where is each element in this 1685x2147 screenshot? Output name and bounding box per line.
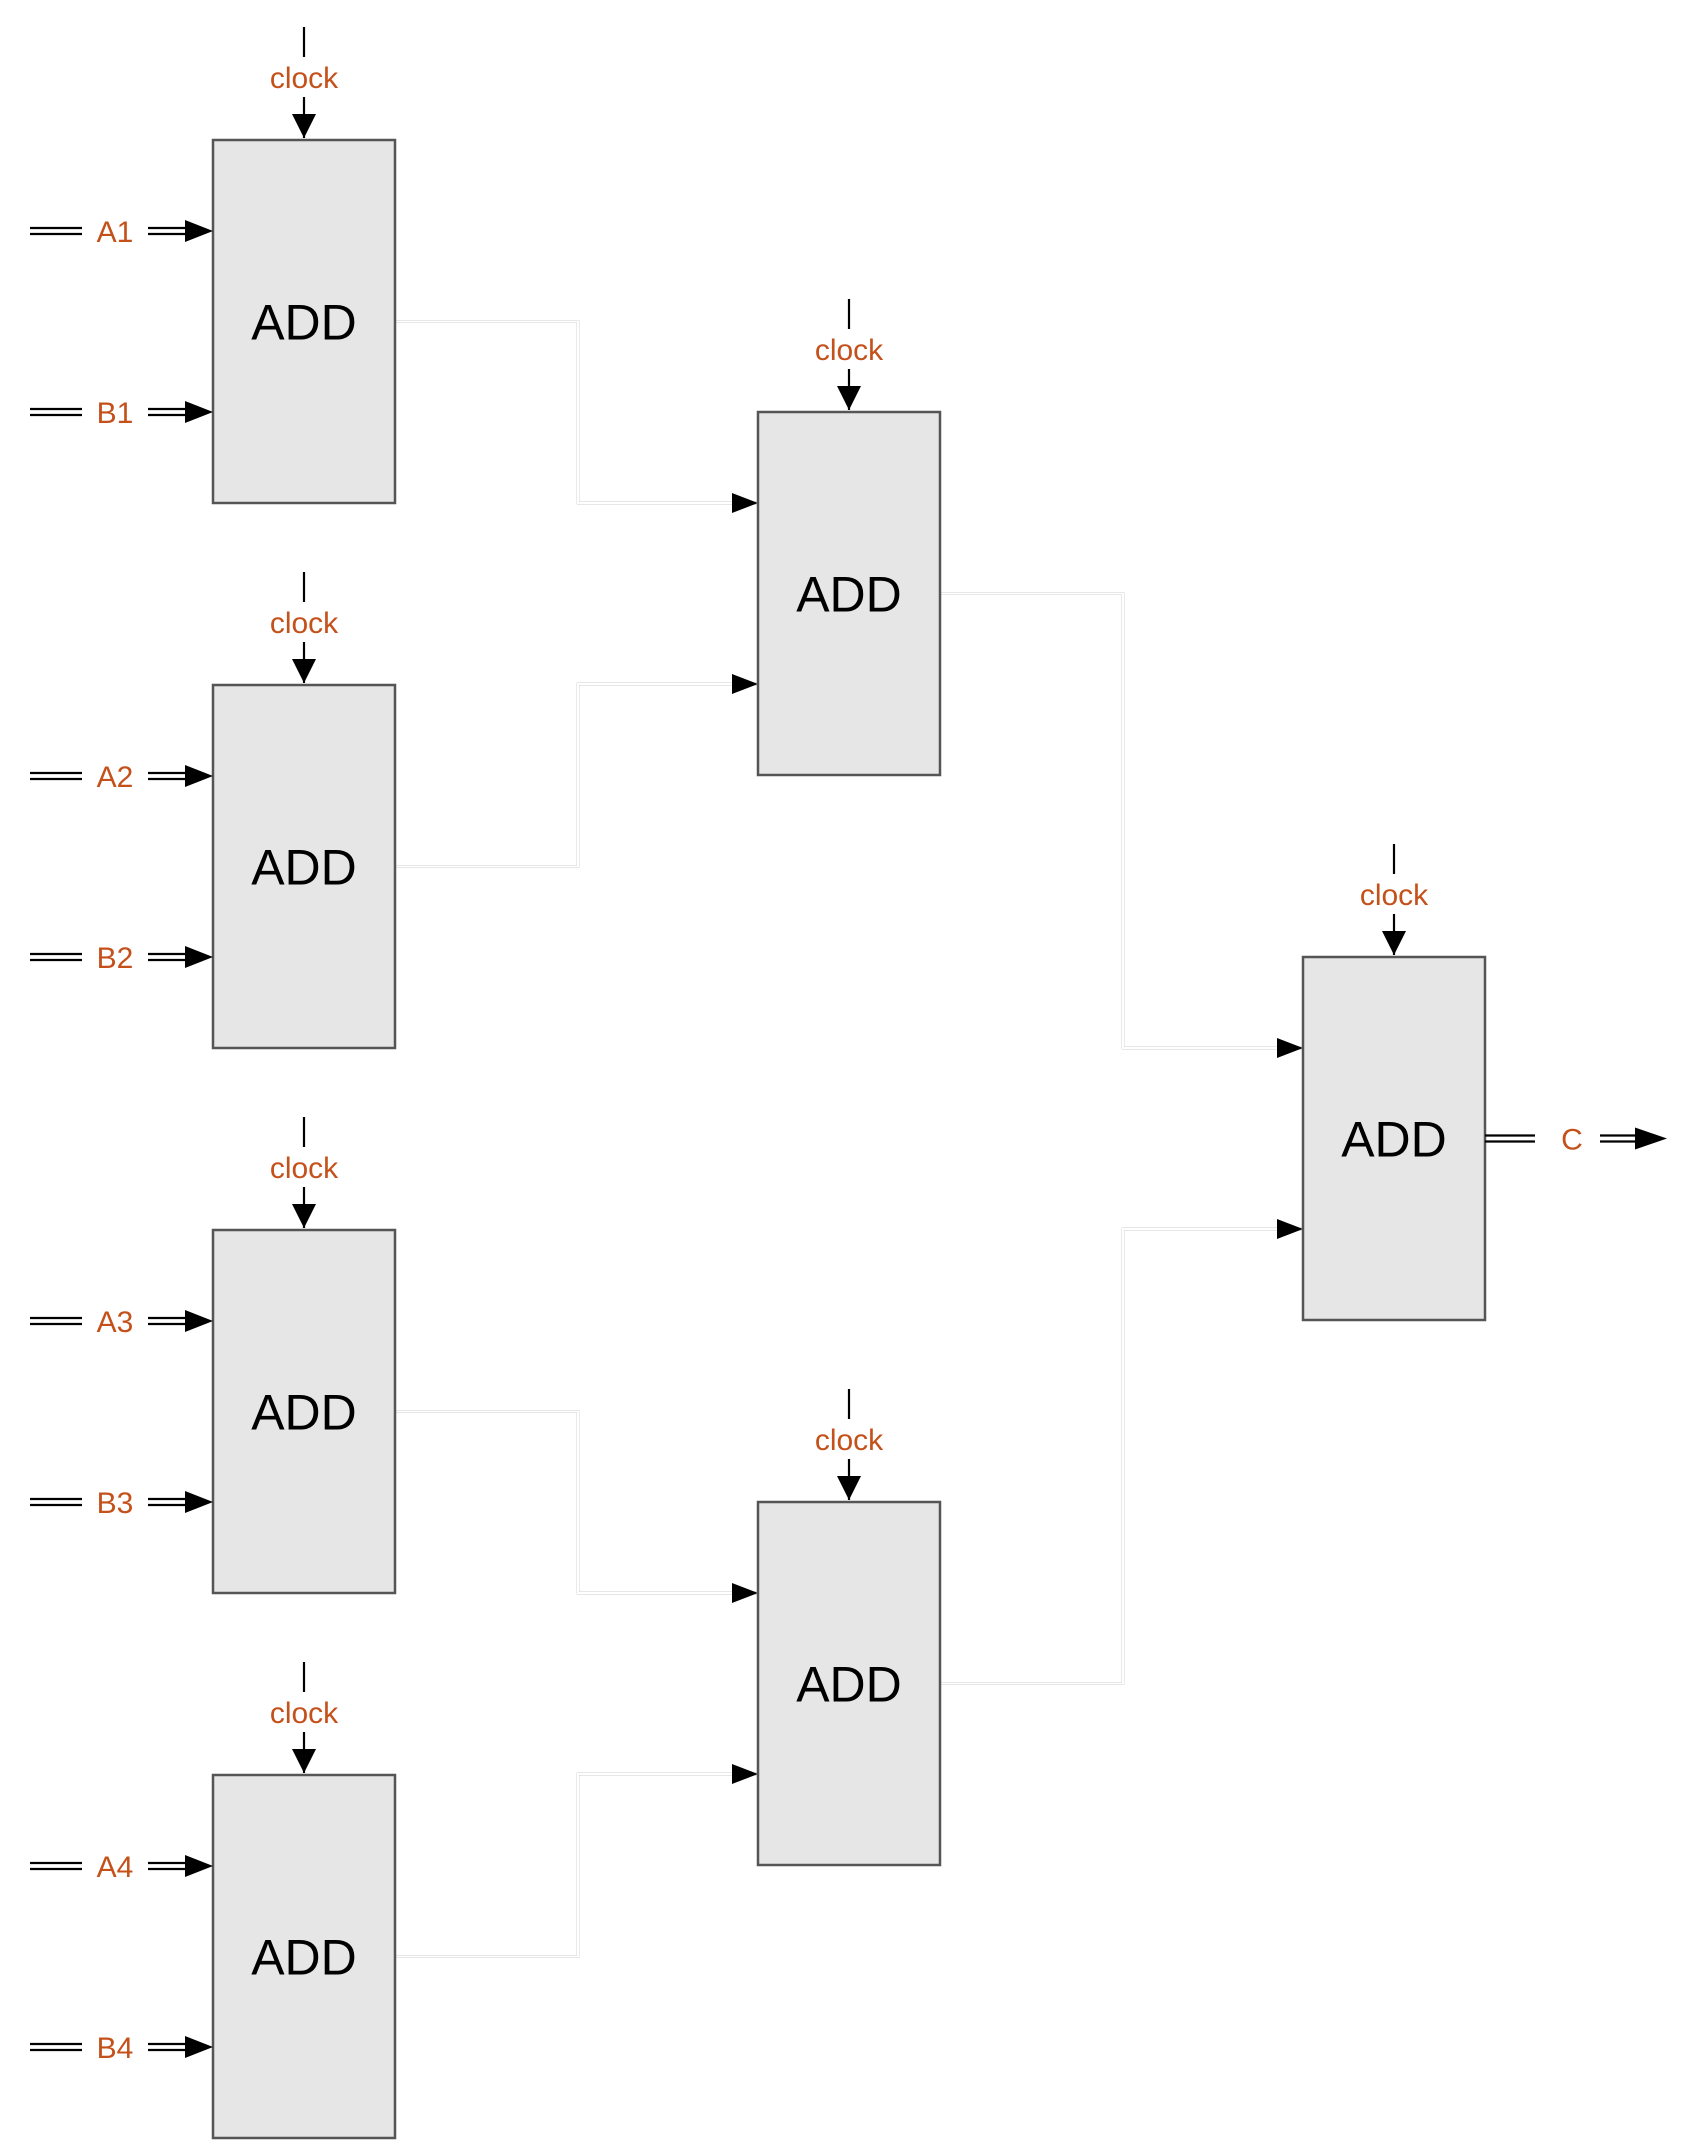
clock-label: clock <box>815 334 884 367</box>
bus-add-1-4-to-add-2-2 <box>395 1764 758 1958</box>
adder-box <box>211 683 397 1050</box>
adder-label: ADD <box>251 295 357 351</box>
adder-box <box>756 1500 942 1867</box>
adder-label: ADD <box>796 567 902 623</box>
input-lead <box>30 771 82 781</box>
adder-box <box>211 138 397 505</box>
adder-block-add-2-1: ADD <box>756 410 942 777</box>
bus-add-1-3-to-add-2-2-arrowhead <box>732 1583 758 1603</box>
input-label: B1 <box>97 397 134 430</box>
input-b3: B3 <box>30 1487 213 1520</box>
clock-input-add-1-1: clock <box>270 27 339 138</box>
adder-box <box>1301 955 1487 1322</box>
input-b4: B4 <box>30 2032 213 2065</box>
bus-add-1-1-to-add-2-1 <box>395 320 758 513</box>
bus-add-1-4-to-add-2-2-arrowhead <box>732 1764 758 1784</box>
clock-input-add-1-3: clock <box>270 1117 339 1228</box>
adder-box <box>211 1228 397 1595</box>
input-label: B3 <box>97 1487 134 1520</box>
adder-box <box>756 410 942 777</box>
bus-add-1-3-to-add-2-2 <box>395 1410 758 1603</box>
bus-add-2-2-to-add-3-1 <box>940 1219 1303 1685</box>
input-b2: B2 <box>30 942 213 975</box>
output-c: C <box>1485 1124 1667 1157</box>
adders-layer: ADD ADD ADD ADD ADD ADD ADD <box>211 138 1487 2140</box>
input-label: A4 <box>97 1851 134 1884</box>
clock-input-add-3-1: clock <box>1360 844 1429 955</box>
input-a1: A1 <box>30 216 213 249</box>
clock-input-add-1-2: clock <box>270 572 339 683</box>
input-lead <box>30 1316 82 1326</box>
bus-add-1-2-to-add-2-1 <box>395 674 758 868</box>
adder-label: ADD <box>251 840 357 896</box>
input-arrow <box>148 1310 213 1332</box>
input-a3: A3 <box>30 1306 213 1339</box>
input-a2: A2 <box>30 761 213 794</box>
adder-block-add-3-1: ADD <box>1301 955 1487 1322</box>
input-label: A1 <box>97 216 134 249</box>
input-arrow <box>148 946 213 968</box>
clock-label: clock <box>270 1697 339 1730</box>
adder-block-add-2-2: ADD <box>756 1500 942 1867</box>
clock-label: clock <box>270 1152 339 1185</box>
clock-label: clock <box>1360 879 1429 912</box>
input-arrow <box>148 765 213 787</box>
input-arrow <box>148 1855 213 1877</box>
adder-label: ADD <box>251 1930 357 1986</box>
bus-add-1-1-to-add-2-1-arrowhead <box>732 493 758 513</box>
input-arrow <box>148 401 213 423</box>
clock-label: clock <box>270 607 339 640</box>
bus-add-1-2-to-add-2-1-arrowhead <box>732 674 758 694</box>
input-lead <box>30 1497 82 1507</box>
labels-layer: clockA1B1clockA2B2clockA3B3clockA4B4cloc… <box>30 27 1667 2065</box>
input-arrow <box>148 220 213 242</box>
input-arrow <box>148 1491 213 1513</box>
input-label: B2 <box>97 942 134 975</box>
input-label: A3 <box>97 1306 134 1339</box>
adder-label: ADD <box>796 1657 902 1713</box>
adder-block-add-1-3: ADD <box>211 1228 397 1595</box>
input-arrow <box>148 2036 213 2058</box>
output-arrow <box>1600 1127 1667 1150</box>
adder-box <box>211 1773 397 2140</box>
clock-label: clock <box>270 62 339 95</box>
adder-label: ADD <box>251 1385 357 1441</box>
wires-layer <box>395 320 1303 1958</box>
adder-block-add-1-4: ADD <box>211 1773 397 2140</box>
input-lead <box>30 407 82 417</box>
input-lead <box>30 2042 82 2052</box>
bus-add-2-1-to-add-3-1-arrowhead <box>1277 1038 1303 1058</box>
bus-add-2-2-to-add-3-1-arrowhead <box>1277 1219 1303 1239</box>
adder-label: ADD <box>1341 1112 1447 1168</box>
clock-input-add-2-2: clock <box>815 1389 884 1500</box>
input-label: A2 <box>97 761 134 794</box>
clock-label: clock <box>815 1424 884 1457</box>
input-label: B4 <box>97 2032 134 2065</box>
output-lead <box>1485 1134 1535 1143</box>
input-a4: A4 <box>30 1851 213 1884</box>
adder-block-add-1-1: ADD <box>211 138 397 505</box>
adder-block-add-1-2: ADD <box>211 683 397 1050</box>
clock-input-add-2-1: clock <box>815 299 884 410</box>
bus-add-2-1-to-add-3-1 <box>940 592 1303 1058</box>
input-lead <box>30 952 82 962</box>
output-label: C <box>1561 1124 1583 1157</box>
input-lead <box>30 226 82 236</box>
clock-input-add-1-4: clock <box>270 1662 339 1773</box>
input-b1: B1 <box>30 397 213 430</box>
input-lead <box>30 1861 82 1871</box>
